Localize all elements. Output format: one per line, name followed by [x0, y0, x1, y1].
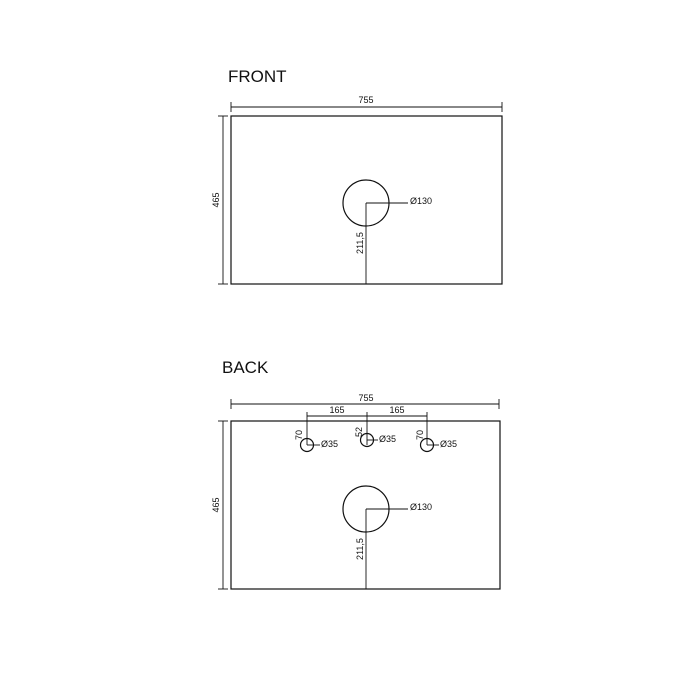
back-center-tap-diameter-label: Ø35	[379, 434, 396, 444]
front-width-label: 755	[358, 95, 373, 105]
back-hole-diameter-label: Ø130	[410, 502, 432, 512]
front-title: FRONT	[228, 67, 287, 86]
back-center-tap-offset-label: 52	[354, 427, 364, 437]
back-view: BACK 755 165 165 465	[211, 358, 501, 590]
back-tap-spacing-dimension: 165 165	[306, 405, 428, 445]
back-right-tap-diameter-label: Ø35	[440, 439, 457, 449]
back-left-tap-offset-label: 70	[294, 430, 304, 440]
back-height-label: 465	[211, 497, 221, 512]
front-hole-offset-label: 211,5	[355, 232, 365, 254]
back-title: BACK	[222, 358, 269, 377]
back-spacing-left-label: 165	[329, 405, 344, 415]
front-panel-outline	[230, 115, 503, 285]
front-hole-diameter-label: Ø130	[410, 196, 432, 206]
back-height-dimension: 465	[211, 420, 228, 590]
back-left-tap-diameter-label: Ø35	[321, 439, 338, 449]
back-hole-offset-label: 211,5	[355, 538, 365, 560]
back-width-dimension: 755	[230, 393, 500, 409]
back-spacing-right-label: 165	[389, 405, 404, 415]
front-view: FRONT 755 465 Ø130 211,5	[211, 67, 503, 285]
front-height-dimension: 465	[211, 115, 228, 285]
front-height-label: 465	[211, 192, 221, 207]
back-right-tap-offset-label: 70	[415, 430, 425, 440]
front-width-dimension: 755	[230, 95, 503, 112]
back-width-label: 755	[358, 393, 373, 403]
back-panel-outline	[230, 420, 501, 590]
